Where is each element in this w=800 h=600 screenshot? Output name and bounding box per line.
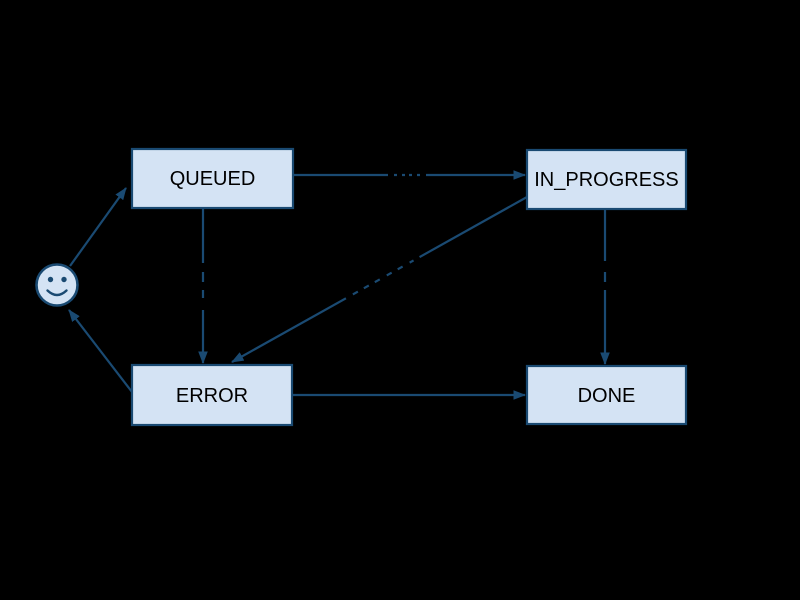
node-done: DONE (525, 364, 688, 426)
node-in-progress: IN_PROGRESS (525, 148, 688, 211)
node-in-progress-label: IN_PROGRESS (534, 169, 678, 191)
smiley-left-eye (47, 276, 54, 283)
node-queued-label: QUEUED (170, 168, 256, 190)
smiley-right-eye (61, 276, 67, 283)
node-start-smiley (35, 263, 79, 307)
node-queued: QUEUED (130, 147, 295, 210)
obscured-edge-label-in-progress-error (343, 253, 421, 300)
edge-start-to-queued (69, 187, 127, 267)
edge-error-to-start (68, 309, 133, 393)
node-error: ERROR (130, 363, 294, 427)
edge-in-progress-to-error (231, 196, 528, 363)
smiley-face-icon (35, 263, 79, 307)
node-error-label: ERROR (176, 385, 248, 407)
smiley-mouth (46, 289, 68, 297)
node-done-label: DONE (578, 385, 636, 407)
